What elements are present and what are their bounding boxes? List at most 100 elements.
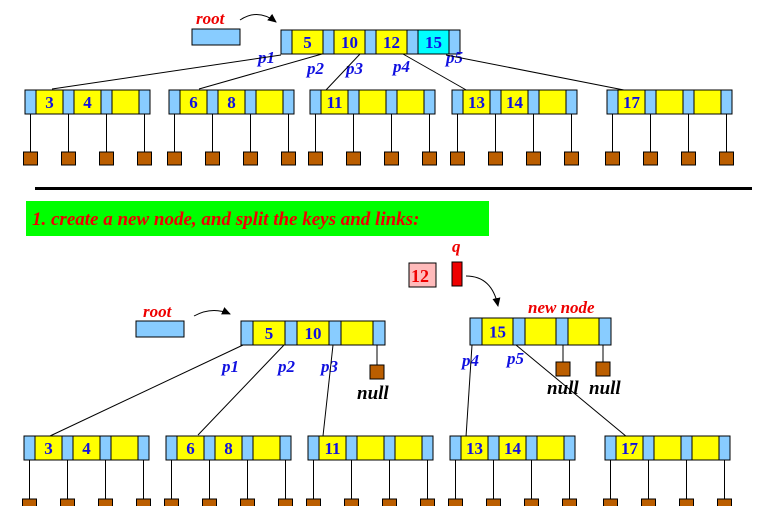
child-box [448, 498, 463, 506]
pointer-cell [512, 317, 526, 346]
key-cell [617, 89, 646, 115]
pointer-cell [241, 435, 254, 461]
pointer-cell [23, 435, 36, 461]
pointer-cell [449, 435, 462, 461]
key-value: 4 [83, 93, 92, 112]
key-value: 8 [224, 439, 233, 458]
key-value: 17 [621, 439, 639, 458]
top-root-arrow [239, 13, 277, 23]
pointer-cell [606, 89, 619, 115]
key-value: 10 [305, 324, 322, 343]
key-value: 5 [303, 33, 312, 52]
key-cell [110, 435, 139, 461]
pointer-cell [240, 320, 254, 346]
key-cell [567, 317, 600, 346]
pointer-cell [99, 435, 112, 461]
child-box [526, 151, 541, 166]
q-label: q [452, 237, 461, 256]
pointer-cell [372, 320, 386, 346]
bottom-link-p4 [465, 344, 473, 438]
key-cell [375, 29, 408, 55]
bottom-pointer-label-p2: p2 [276, 357, 296, 376]
top-pointer-labels: p1 p2 p3 p4 p5 [256, 48, 464, 78]
key-cell [214, 435, 243, 461]
key-cell [296, 320, 330, 346]
pointer-cell [328, 320, 342, 346]
child-box [679, 498, 694, 506]
key-value: 10 [341, 33, 358, 52]
key-cell [179, 89, 208, 115]
key-cell [252, 320, 286, 346]
key-cell [34, 435, 63, 461]
key-cell [524, 317, 557, 346]
child-box [422, 151, 437, 166]
pointer-cell [598, 317, 612, 346]
child-box [164, 498, 179, 506]
key-cell [462, 89, 491, 115]
bottom-link-p5 [515, 344, 628, 438]
pointer-cell [406, 29, 419, 55]
pointer-cell [469, 317, 483, 346]
child-box [167, 151, 182, 166]
split-helpers: q 12 [408, 237, 501, 307]
child-box [308, 151, 323, 166]
bottom-new-node: 15 [469, 317, 612, 346]
key-value: 6 [186, 439, 195, 458]
pointer-cell [137, 435, 150, 461]
top-pointer-label-p5: p5 [444, 48, 464, 67]
pointer-cell [138, 89, 151, 115]
pointer-cell [307, 435, 320, 461]
pointer-cell [718, 435, 731, 461]
bottom-leaf-node: 17 [603, 435, 732, 506]
section-divider [35, 187, 752, 190]
promoted-key: 12 [411, 266, 429, 286]
key-value: 14 [504, 439, 522, 458]
child-box [681, 151, 696, 166]
top-pointer-label-p4: p4 [391, 57, 410, 76]
key-cell [291, 29, 324, 55]
key-cell [358, 89, 387, 115]
pointer-cell [385, 89, 398, 115]
key-cell [538, 89, 567, 115]
pointer-cell [451, 89, 464, 115]
bottom-root-arrow [193, 307, 231, 317]
child-box [99, 151, 114, 166]
key-cell [394, 435, 423, 461]
pointer-cell [24, 89, 37, 115]
pointer-cell [604, 435, 617, 461]
new-null-label-2: null [589, 378, 621, 399]
child-box [643, 151, 658, 166]
pointer-cell [555, 317, 569, 346]
key-cell [653, 435, 682, 461]
top-links [51, 53, 630, 92]
pointer-cell [525, 435, 538, 461]
pointer-cell [165, 435, 178, 461]
bottom-link-p2 [197, 344, 285, 436]
child-box [136, 498, 151, 506]
key-cell [396, 89, 425, 115]
new-null-label-1: null [547, 378, 579, 399]
key-cell [356, 435, 385, 461]
top-leaf-node: 17 [605, 89, 734, 166]
key-cell [333, 29, 366, 55]
key-cell [252, 435, 281, 461]
key-cell [340, 320, 374, 346]
child-box [346, 151, 361, 166]
pointer-cell [642, 435, 655, 461]
child-box [240, 498, 255, 506]
child-box [384, 151, 399, 166]
key-value: 6 [189, 93, 198, 112]
child-box [281, 151, 296, 166]
bottom-pointer-label-p5: p5 [505, 349, 525, 368]
top-pointer-label-p3: p3 [344, 59, 364, 78]
bottom-pointer-label-p3: p3 [319, 357, 339, 376]
pointer-cell [448, 29, 461, 55]
